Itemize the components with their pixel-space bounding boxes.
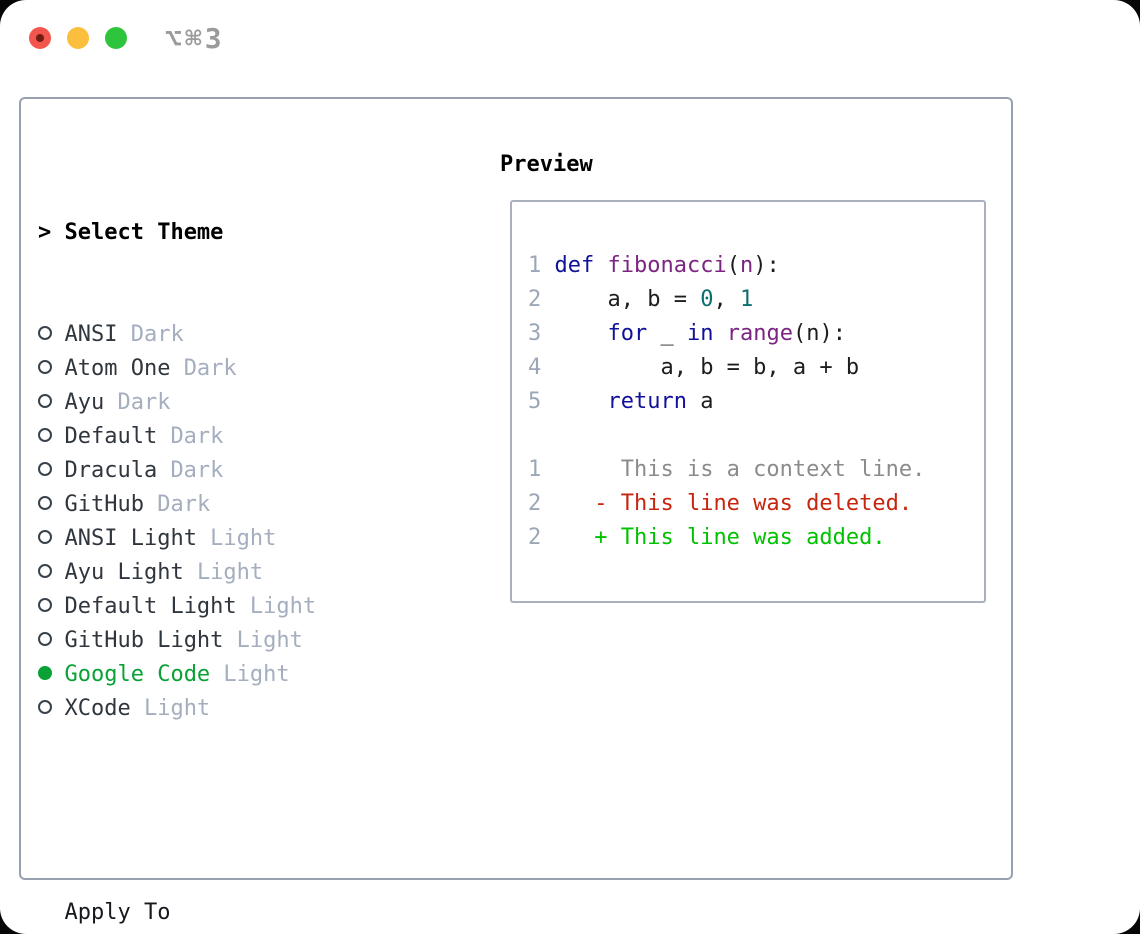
option-row[interactable]: Atom One Dark (38, 352, 409, 386)
code-line (528, 419, 925, 453)
option-label: Google Code (64, 662, 211, 687)
titlebar: ⌥⌘3 (29, 22, 225, 55)
option-label: Default Light (64, 594, 237, 619)
option-row[interactable]: Ayu Light Light (38, 556, 409, 590)
radio-icon (38, 590, 64, 624)
theme-list-header: > Select Theme (38, 216, 409, 250)
theme-variant-tag: Light (223, 662, 290, 687)
preview-code: 1 def fibonacci(n): 2 a, b = 0, 1 3 for _ … (528, 249, 925, 555)
radio-icon (38, 318, 64, 352)
code-line: 2 + This line was added. (528, 525, 886, 550)
theme-variant-tag: Light (249, 594, 317, 619)
radio-icon (38, 386, 64, 420)
preview-title: Preview (500, 152, 593, 177)
theme-variant-tag: Light (210, 526, 277, 551)
code-line: 1 def fibonacci(n): (528, 253, 780, 278)
code-line: 1 This is a context line. (528, 457, 926, 482)
radio-icon (38, 420, 64, 454)
radio-icon (38, 692, 64, 726)
traffic-light-minimize-button[interactable] (67, 27, 89, 49)
option-label: Ayu Light (64, 560, 184, 585)
option-label: Atom One (64, 356, 171, 381)
radio-icon (38, 488, 64, 522)
apply-to-header-row: Apply To (38, 896, 409, 930)
option-row[interactable]: ANSI Light Light (38, 522, 409, 556)
option-label: ANSI Light (64, 526, 197, 551)
option-label: Default (64, 424, 158, 449)
option-label: Ayu (64, 390, 105, 415)
option-label: Dracula (64, 458, 158, 483)
radio-selected-icon (38, 658, 64, 692)
option-row[interactable]: GitHub Dark (38, 488, 409, 522)
theme-list-title: Select Theme (64, 220, 224, 245)
option-row[interactable]: Default Dark (38, 420, 409, 454)
apply-to-title: Apply To (64, 900, 171, 925)
option-label: ANSI (64, 322, 118, 347)
option-label: GitHub Light (64, 628, 224, 653)
focus-caret-icon: > (38, 220, 52, 245)
option-row[interactable]: Google Code Light (38, 658, 409, 692)
code-line: 2 a, b = 0, 1 (528, 287, 754, 312)
option-row[interactable]: XCode Light (38, 692, 409, 726)
theme-variant-tag: Light (236, 628, 303, 653)
theme-variant-tag: Dark (183, 356, 237, 381)
theme-variant-tag: Light (196, 560, 264, 585)
option-label: XCode (64, 696, 131, 721)
code-line: 2 - This line was deleted. (528, 491, 913, 516)
theme-variant-tag: Dark (157, 492, 211, 517)
option-row[interactable]: Ayu Dark (38, 386, 409, 420)
radio-icon (38, 556, 64, 590)
option-label: GitHub (64, 492, 144, 517)
theme-variant-tag: Dark (117, 390, 171, 415)
spacer (38, 794, 409, 828)
theme-variant-tag: Dark (170, 424, 224, 449)
code-line: 4 a, b = b, a + b (528, 355, 860, 380)
option-row[interactable]: Default Light Light (38, 590, 409, 624)
option-row[interactable]: GitHub Light Light (38, 624, 409, 658)
code-line: 3 for _ in range(n): (528, 321, 846, 346)
radio-icon (38, 352, 64, 386)
traffic-light-close-button[interactable] (29, 27, 51, 49)
keyboard-shortcut-label: ⌥⌘3 (165, 21, 225, 55)
option-row[interactable]: ANSI Dark (38, 318, 409, 352)
code-line: 5 return a (528, 389, 714, 414)
preview-pane: 1 def fibonacci(n): 2 a, b = 0, 1 3 for _ … (510, 200, 986, 603)
radio-icon (38, 522, 64, 556)
theme-variant-tag: Dark (170, 458, 224, 483)
theme-variant-tag: Dark (130, 322, 184, 347)
radio-icon (38, 624, 64, 658)
option-row[interactable]: Dracula Dark (38, 454, 409, 488)
theme-variant-tag: Light (143, 696, 211, 721)
radio-icon (38, 454, 64, 488)
traffic-light-maximize-button[interactable] (105, 27, 127, 49)
